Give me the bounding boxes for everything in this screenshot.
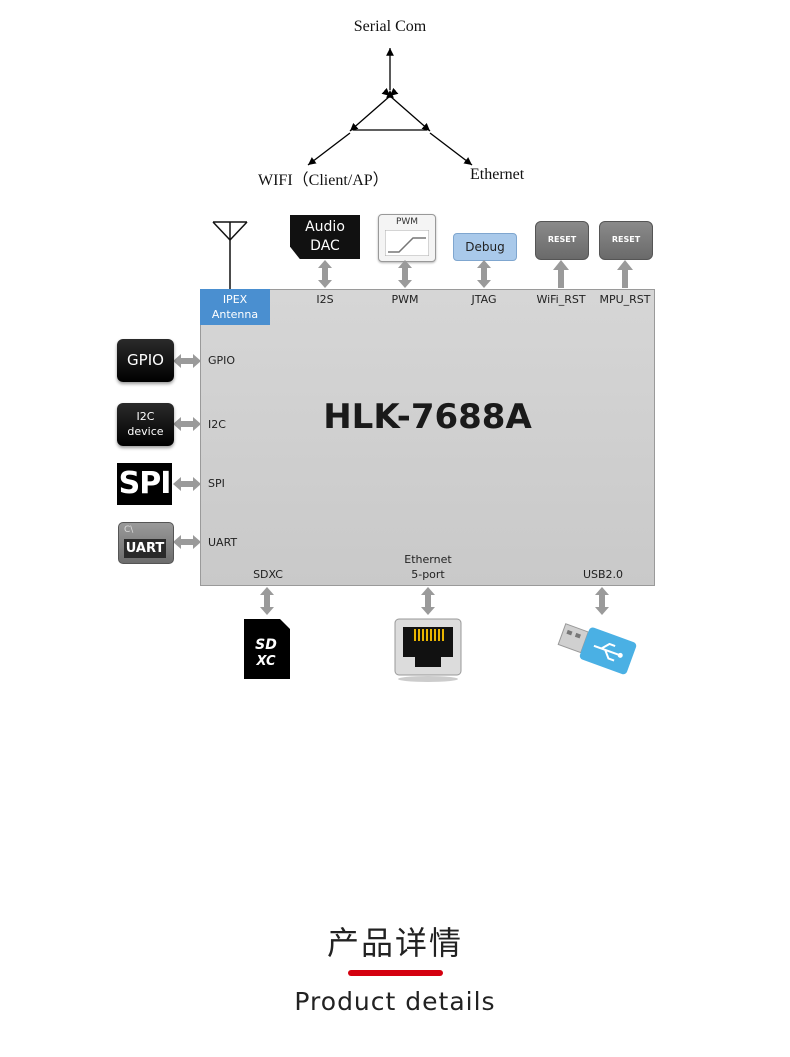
pin-ethernet: Ethernet 5-port [395, 552, 461, 582]
pwm-device: PWM [378, 214, 436, 262]
hlk-7688a-module [200, 289, 655, 586]
ethernet-top-label: Ethernet [470, 166, 525, 183]
uart-device-label: UART [124, 539, 166, 558]
module-title: HLK-7688A [323, 397, 532, 437]
pwm-wave-icon [385, 230, 429, 256]
pin-sdxc: SDXC [253, 568, 283, 581]
pin-uart: UART [208, 536, 238, 549]
pin-spi: SPI [208, 477, 225, 490]
sdxc-card-icon: SD XC [244, 619, 290, 679]
antenna-icon [212, 221, 248, 290]
pin-i2c: I2C [208, 418, 226, 431]
audio-dac-chip: Audio DAC [290, 215, 360, 259]
pwm-device-label: PWM [395, 217, 419, 227]
uart-device: C\ UART [118, 522, 174, 564]
pin-usb: USB2.0 [582, 568, 624, 581]
dac-label: DAC [310, 238, 340, 254]
wifi-label: WIFI（Client/AP） [258, 172, 389, 189]
spi-logo: SPI [117, 463, 172, 505]
ipex-antenna-block: IPEX Antenna [200, 289, 270, 325]
ipex-label: IPEX [222, 293, 248, 306]
pin-wifi-rst: WiFi_RST [536, 293, 586, 306]
section-subtitle: Product details [294, 987, 496, 1016]
sd-text: SD [255, 637, 277, 653]
pin-ethernet-line1: Ethernet [404, 553, 452, 566]
usb-drive-icon [557, 623, 637, 675]
i2c-device-line1: I2C [136, 410, 155, 423]
xc-text: XC [255, 654, 276, 669]
wifi-reset-button: RESET [535, 221, 589, 260]
uart-device-small: C\ [124, 525, 134, 535]
section-divider [348, 970, 443, 976]
topology-arrows [307, 48, 473, 166]
ethernet-port-icon [394, 618, 462, 682]
pin-jtag: JTAG [471, 293, 497, 306]
antenna-label: Antenna [211, 308, 259, 321]
debug-box: Debug [453, 233, 517, 261]
i2c-device: I2C device [117, 403, 174, 446]
pin-gpio: GPIO [208, 354, 236, 367]
section-title: 产品详情 [326, 924, 463, 962]
gpio-device: GPIO [117, 339, 174, 382]
audio-label: Audio [305, 219, 345, 235]
serial-com-label: Serial Com [353, 18, 427, 35]
pin-i2s: I2S [316, 293, 334, 306]
pin-pwm: PWM [391, 293, 419, 306]
pin-ethernet-line2: 5-port [411, 568, 445, 581]
mpu-reset-button: RESET [599, 221, 653, 260]
i2c-device-line2: device [127, 425, 164, 438]
pin-mpu-rst: MPU_RST [599, 293, 651, 306]
